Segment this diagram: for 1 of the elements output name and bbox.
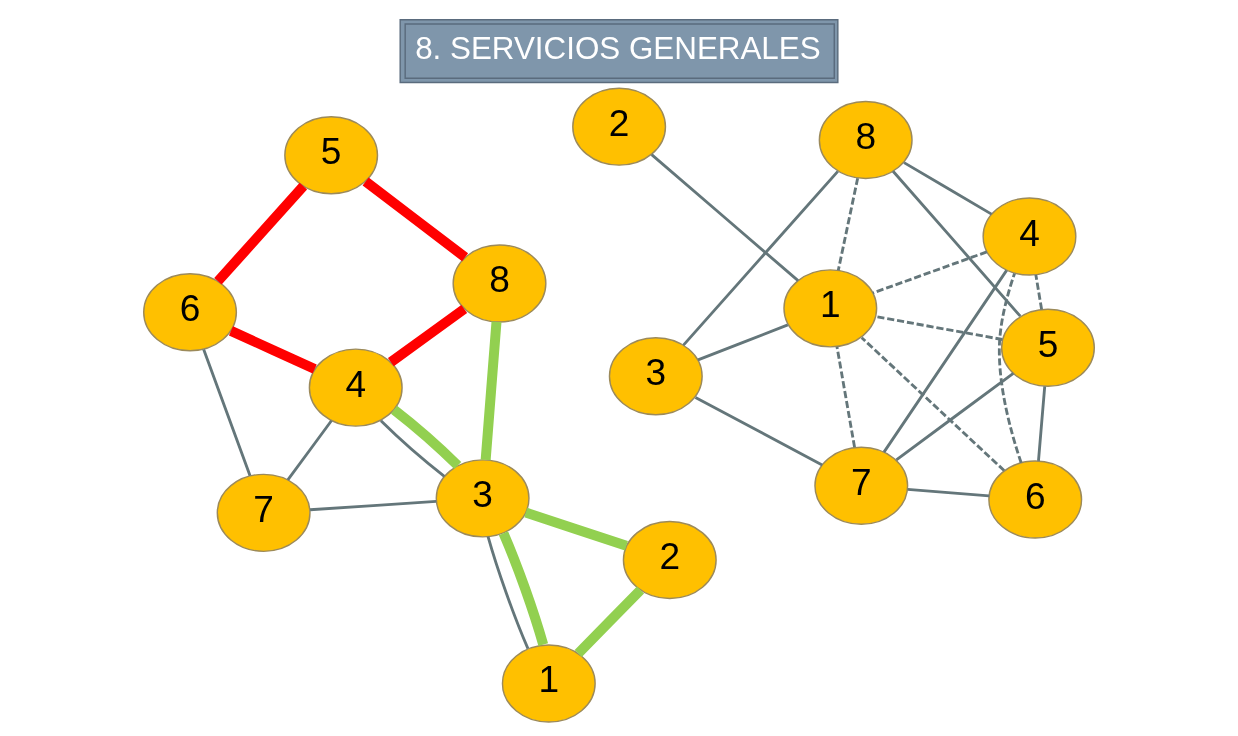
diagram-title: 8. SERVICIOS GENERALES xyxy=(415,31,821,67)
